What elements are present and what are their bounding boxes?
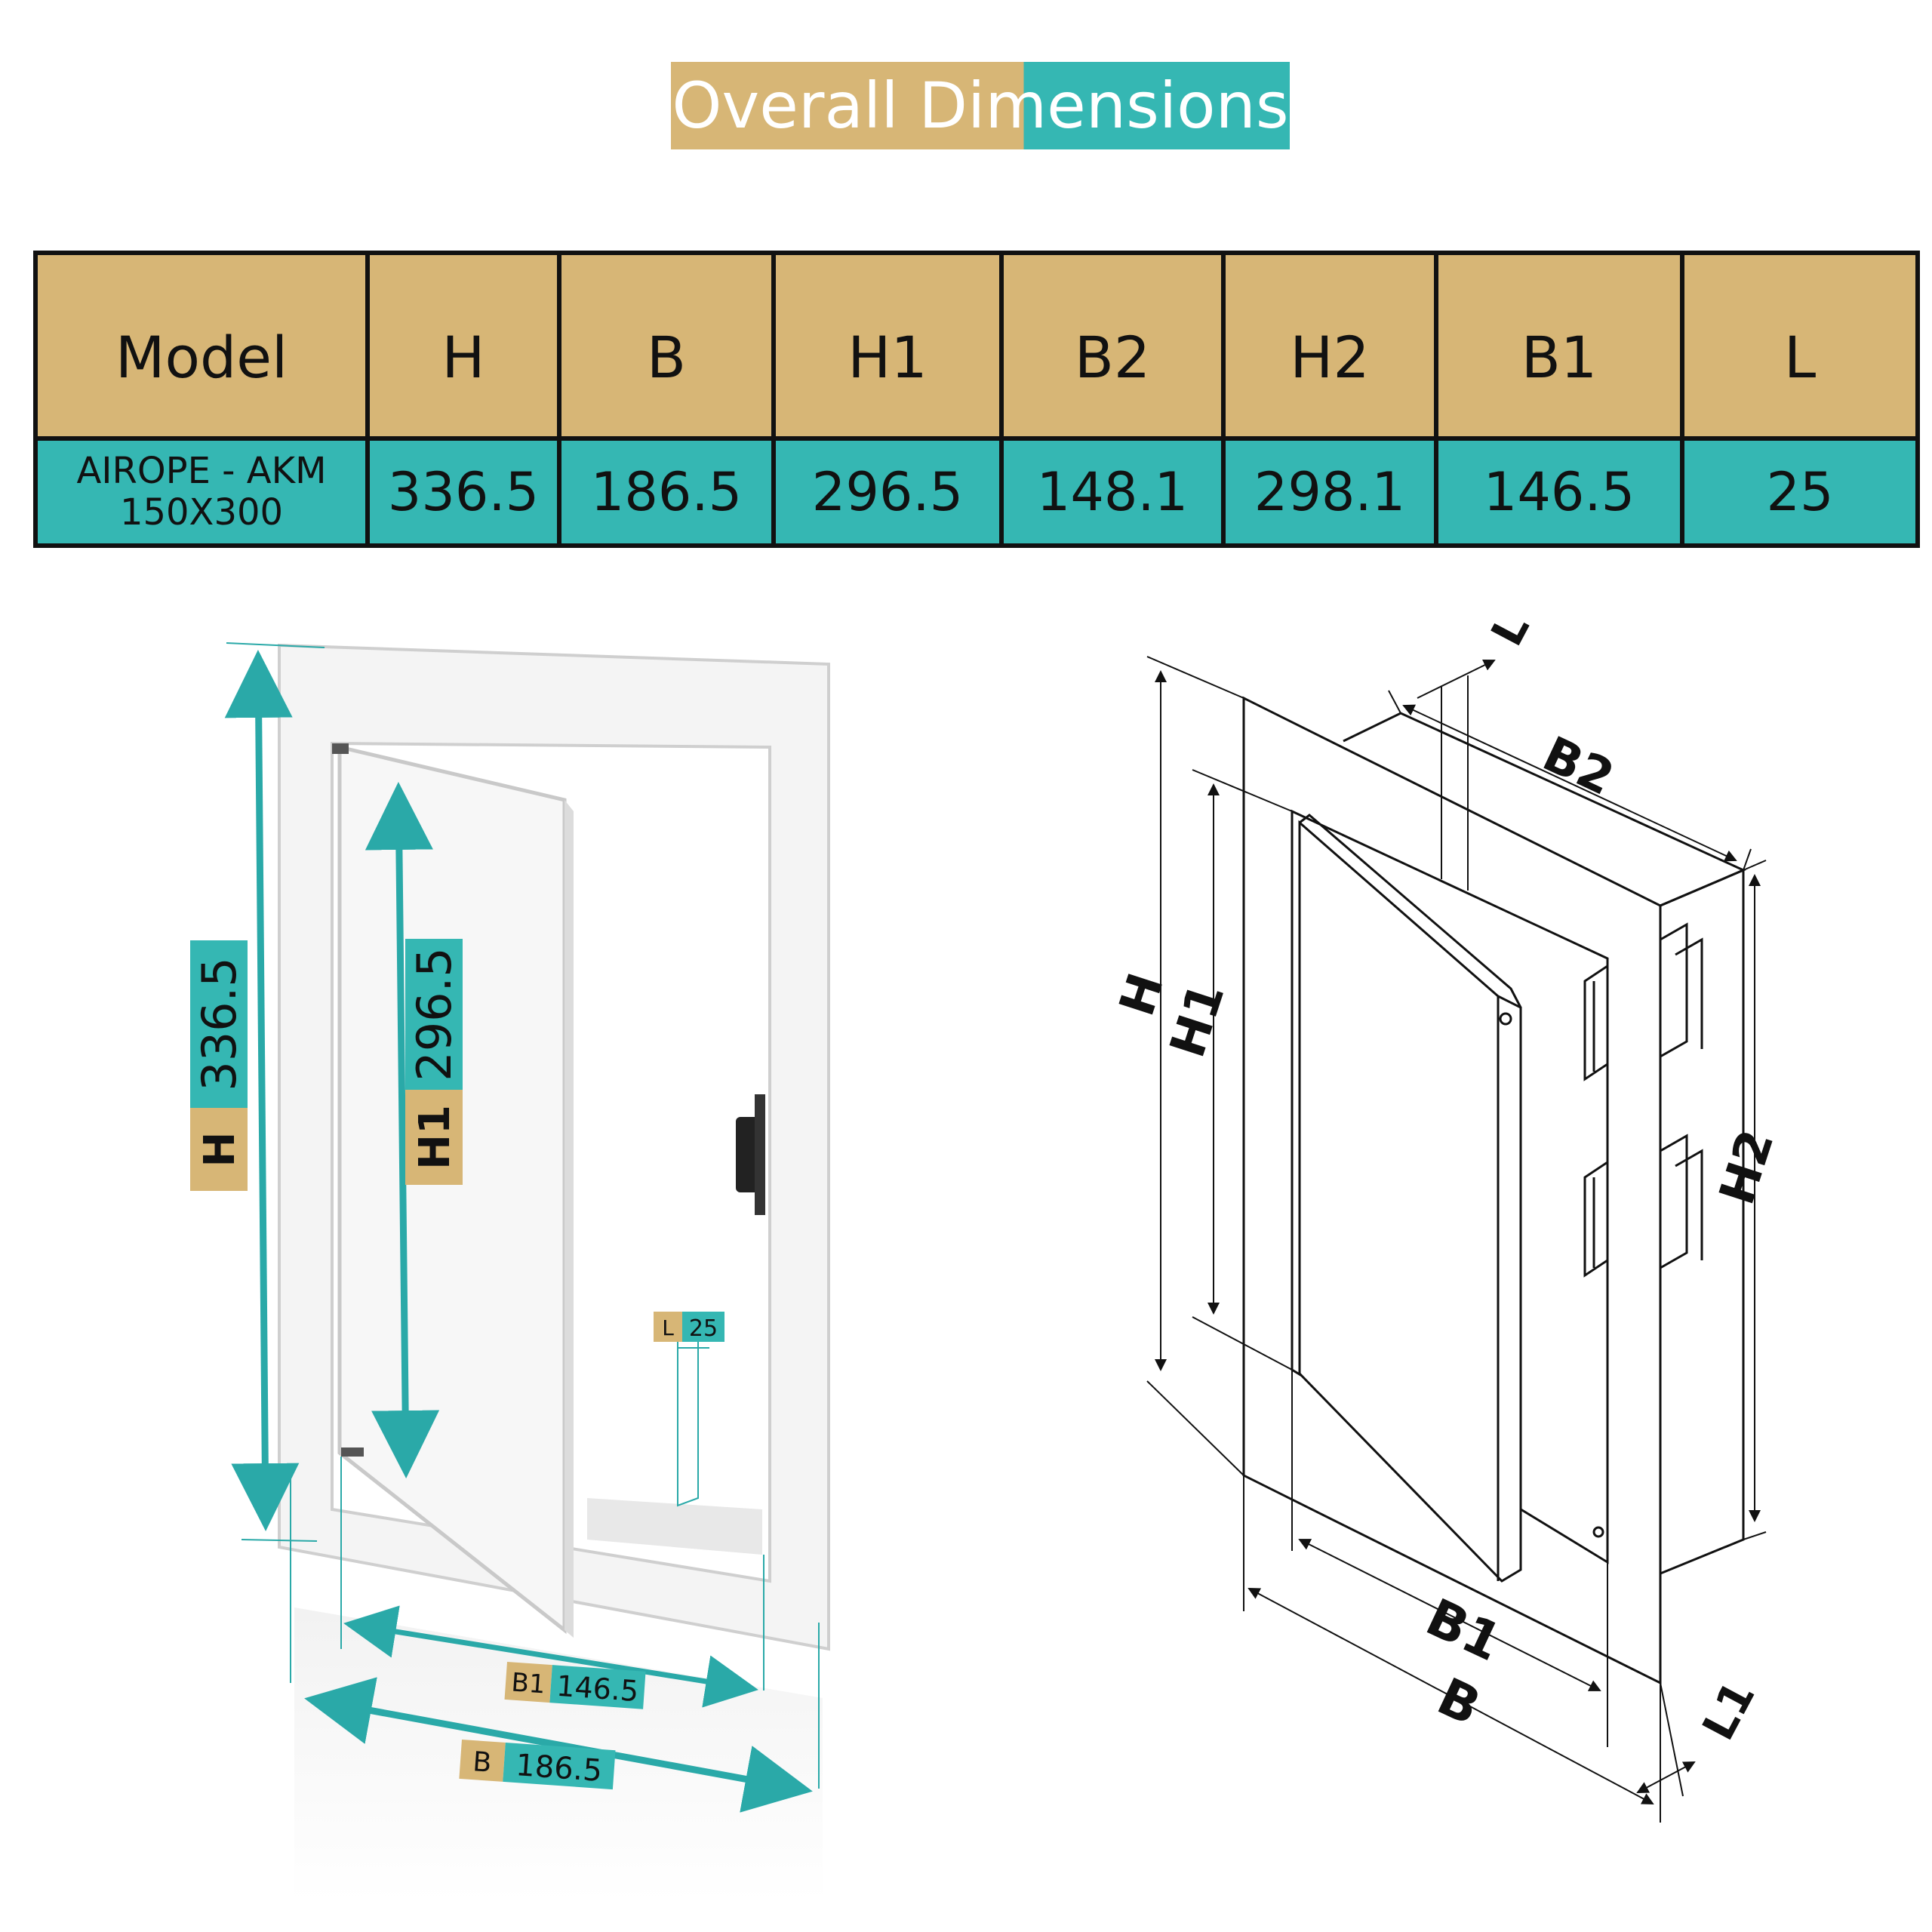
door-photo-illustration: H 336.5 H1 296.5 L 25 B1 146.5 B [190,642,830,1902]
label-tag-b1: B1 146.5 [504,1662,646,1709]
drawing-door-edge [1299,814,1522,1581]
value-cell-b1: 146.5 [1434,436,1684,548]
dimensions-table: Model H B H1 B2 H2 B1 L AIROPE - AKM 150… [33,251,1920,548]
label-tag-h1: H1 296.5 [405,939,463,1185]
dimension-h1-line [365,782,440,1478]
label-tag-b-key: B [472,1746,493,1779]
label-tag-l: L 25 [654,1312,724,1342]
model-size: 150X300 [119,491,284,534]
drawing-hinge-upper [1660,922,1703,1058]
drawing-latch-upper [1583,964,1609,1081]
door-technical-drawing [1242,696,1746,1685]
drawing-hinge-lower [1660,1134,1703,1269]
table-row: AIROPE - AKM 150X300 336.5 186.5 296.5 1… [33,436,1920,548]
value-cell-b2: 148.1 [999,436,1226,548]
header-cell-h1: H1 [771,251,1004,441]
header-cell-h2: H2 [1221,251,1438,441]
frame-opening-bottom [587,1498,762,1555]
label-tag-h-value: 336.5 [192,957,247,1091]
value-cell-h1: 296.5 [771,436,1004,548]
header-cell-b: B [557,251,776,441]
header-cell-b1: B1 [1434,251,1684,441]
value-cell-h: 336.5 [365,436,561,548]
dim-label-h: H [1109,967,1175,1023]
value-cell-b: 186.5 [557,436,776,548]
title-banner: Overall Dimensions [671,62,1290,149]
header-cell-l: L [1680,251,1920,441]
table-header-row: Model H B H1 B2 H2 B1 L [33,251,1920,441]
dim-b-line [1247,1588,1654,1804]
model-cell: AIROPE - AKM 150X300 [33,436,370,548]
page-title: Overall Dimensions [672,69,1289,143]
label-tag-l-key: L [662,1315,674,1340]
dim-l1-line [1636,1761,1696,1793]
latch-base-icon [755,1094,765,1215]
label-tag-b1-value: 146.5 [555,1669,640,1708]
drawing-door-screw [1499,1012,1512,1026]
dim-b2-line [1402,704,1737,862]
label-tag-h1-value: 296.5 [407,947,462,1081]
header-cell-h: H [365,251,561,441]
dimension-h-line [224,650,300,1531]
dim-label-h2: H2 [1709,1124,1786,1211]
label-tag-b: B 186.5 [459,1740,616,1790]
door-panel [337,744,567,1635]
label-tag-b-value: 186.5 [515,1748,603,1789]
label-tag-h1-key: H1 [411,1105,460,1170]
technical-dimensions [1146,656,1767,1823]
drawing-box-side [1660,868,1745,1575]
dim-label-b: B [1429,1667,1489,1738]
value-cell-l: 25 [1680,436,1920,548]
header-cell-b2: B2 [999,251,1226,441]
hinge-top-icon [332,743,349,754]
door-panel-edge [565,800,574,1638]
label-tag-l-value: 25 [689,1315,718,1342]
label-tag-h-key: H [195,1132,245,1168]
drawing-screw-bottom [1592,1526,1604,1538]
label-tag-b1-key: B1 [510,1668,546,1700]
dim-label-b2: B2 [1534,726,1622,807]
dimension-b-line [304,1677,813,1813]
model-name: AIROPE - AKM [76,449,327,492]
value-cell-h2: 298.1 [1221,436,1438,548]
header-cell-model: Model [33,251,370,441]
dim-l-line [1417,659,1496,699]
label-tag-h: H 336.5 [190,940,248,1191]
drawing-latch-lower [1583,1160,1609,1278]
dim-label-l1: L1 [1692,1672,1764,1748]
dim-label-l: L [1481,605,1539,654]
hinge-bottom-icon [341,1447,364,1457]
